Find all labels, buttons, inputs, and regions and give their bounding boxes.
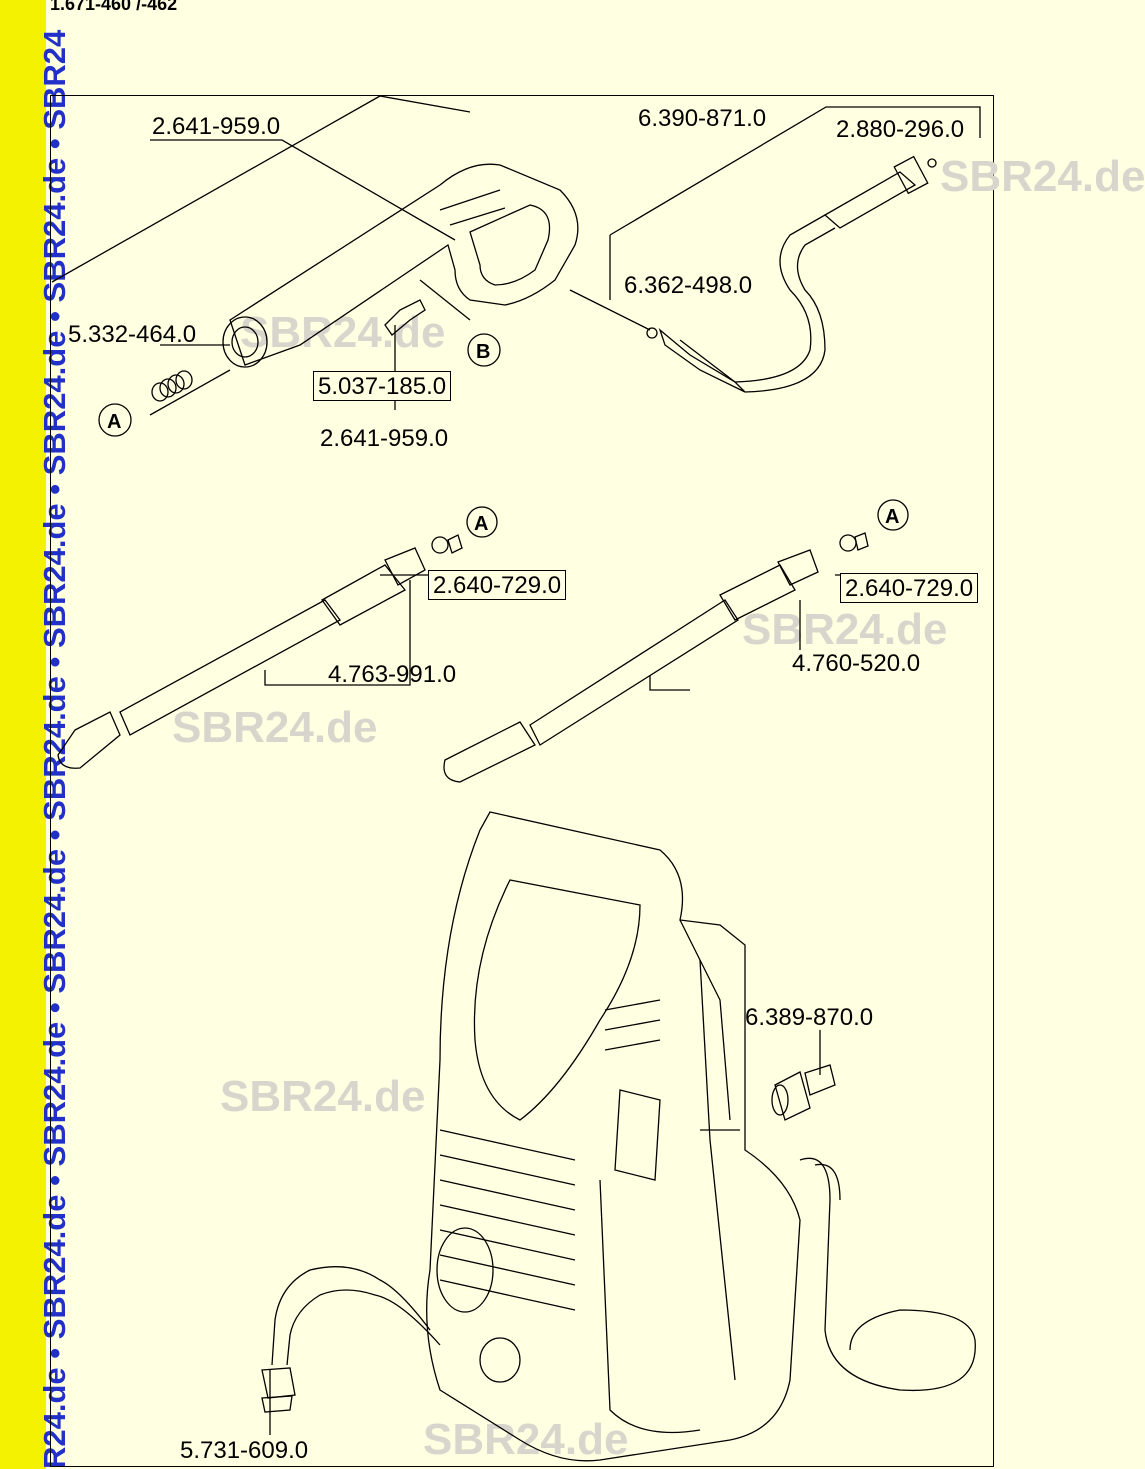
leader-line: [609, 106, 981, 236]
callout-a-circle: [877, 499, 909, 531]
part-number-lance-right: 4.760-520.0: [792, 650, 921, 677]
lance-left: [57, 534, 463, 769]
water-filter: [261, 1367, 296, 1413]
part-number-nozzle-right: 2.640-729.0: [840, 573, 979, 603]
watermark: SBR24.de: [742, 605, 948, 654]
power-cable: [799, 1157, 976, 1392]
callout-a-letter: A: [107, 411, 121, 433]
callout-a-circle: [98, 403, 132, 437]
sidebar-watermark-strip: R24.de • SBR24.de • SBR24.de • SBR24.de …: [0, 0, 72, 1469]
callout-a-letter: A: [474, 513, 488, 535]
callout-a-letter: A: [885, 506, 899, 528]
part-number-spring-ring: 5.332-464.0: [68, 321, 197, 348]
drawing-frame: [50, 95, 994, 1467]
callout-b-circle: [467, 333, 501, 367]
leader-line: [150, 139, 456, 241]
suction-hose: [271, 1266, 441, 1366]
callout-a-circle: [466, 506, 498, 538]
pressure-washer-body: [426, 811, 801, 1462]
document-number: 1.671-460 /-462: [50, 0, 178, 14]
part-number-gun: 2.641-959.0: [152, 113, 281, 140]
part-number-clip: 5.037-185.0: [313, 371, 452, 401]
part-number-filter: 5.731-609.0: [180, 1437, 309, 1464]
spring-ring: [151, 370, 193, 402]
coupling-fitting: [771, 1064, 836, 1121]
leader-line: [419, 279, 471, 321]
high-pressure-hose: [646, 155, 937, 393]
part-number-coupling: 6.389-870.0: [745, 1004, 874, 1031]
watermark: SBR24.de: [940, 152, 1145, 201]
part-number-nut: 2.880-296.0: [836, 116, 965, 143]
lance-right: [443, 532, 869, 783]
part-number-gun-assembly: 2.641-959.0: [320, 425, 449, 452]
watermark: SBR24.de: [172, 703, 378, 752]
part-number-hose: 6.390-871.0: [638, 105, 767, 132]
watermark: SBR24.de: [423, 1415, 629, 1464]
part-number-nozzle-left: 2.640-729.0: [428, 570, 567, 600]
leader-line: [51, 95, 471, 283]
leader-line: [700, 1030, 821, 1131]
callout-b-letter: B: [476, 341, 490, 363]
spray-gun: [222, 163, 579, 368]
exploded-parts-drawing: A B A A: [51, 95, 981, 1462]
leader-line: [569, 289, 651, 331]
part-number-lance-left: 4.763-991.0: [328, 661, 457, 688]
watermark: SBR24.de: [220, 1072, 426, 1121]
part-number-oring: 6.362-498.0: [624, 272, 753, 299]
leader-line: [649, 600, 801, 691]
leader-line: [264, 580, 411, 686]
leader-line: [149, 369, 231, 416]
